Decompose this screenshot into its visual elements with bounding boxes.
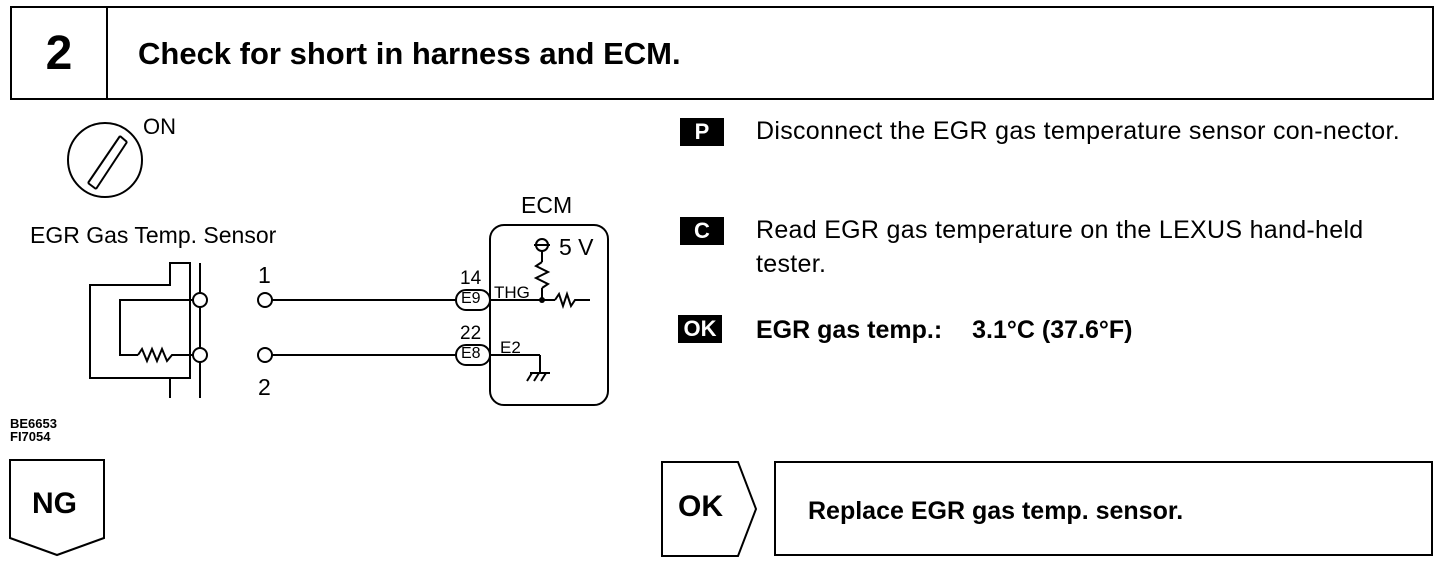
ng-flag-icon xyxy=(9,459,105,557)
ng-label: NG xyxy=(32,487,77,520)
spec-line: EGR gas temp.: 3.1°C (37.6°F) xyxy=(756,316,1132,345)
step-number: 2 xyxy=(12,8,108,98)
step-title: Check for short in harness and ECM. xyxy=(138,36,681,71)
voltage-label: 5 V xyxy=(559,234,594,260)
signal-thg-label: THG xyxy=(494,283,530,302)
ignition-switch-icon xyxy=(67,122,143,198)
spec-value: 3.1°C (37.6°F) xyxy=(972,316,1133,344)
figure-code-1: BE6653 xyxy=(10,416,57,431)
step-badge-c: C xyxy=(680,217,724,245)
ecm-label: ECM xyxy=(521,192,573,218)
harness-wires xyxy=(257,292,456,363)
step-text-disconnect: Disconnect the EGR gas temperature senso… xyxy=(756,117,1400,145)
sensor-label: EGR Gas Temp. Sensor xyxy=(30,222,277,248)
ok-action-text: Replace EGR gas temp. sensor. xyxy=(808,497,1184,525)
ok-label: OK xyxy=(678,490,723,523)
connector-e9-label: E9 xyxy=(461,290,481,307)
step-badge-p: P xyxy=(680,118,724,146)
figure-code-2: FI7054 xyxy=(10,429,51,444)
pin-1-label: 1 xyxy=(258,262,271,288)
ignition-on-label: ON xyxy=(143,114,176,139)
ecm-box xyxy=(489,224,609,406)
terminal-14-label: 14 xyxy=(460,268,482,289)
wiring-diagram xyxy=(67,122,609,406)
connector-e8-label: E8 xyxy=(461,345,481,362)
signal-e2-label: E2 xyxy=(500,338,521,357)
sensor-connector-icon xyxy=(89,262,208,398)
pin-2-label: 2 xyxy=(258,374,271,400)
ok-action-box: Replace EGR gas temp. sensor. xyxy=(774,461,1433,556)
terminal-22-label: 22 xyxy=(460,323,482,344)
step-text-read: Read EGR gas temperature on the LEXUS ha… xyxy=(756,216,1364,278)
ok-flag-icon xyxy=(661,461,758,557)
step-header: 2 Check for short in harness and ECM. xyxy=(10,6,1434,100)
spec-badge-ok: OK xyxy=(678,315,722,343)
spec-label: EGR gas temp.: xyxy=(756,316,943,344)
